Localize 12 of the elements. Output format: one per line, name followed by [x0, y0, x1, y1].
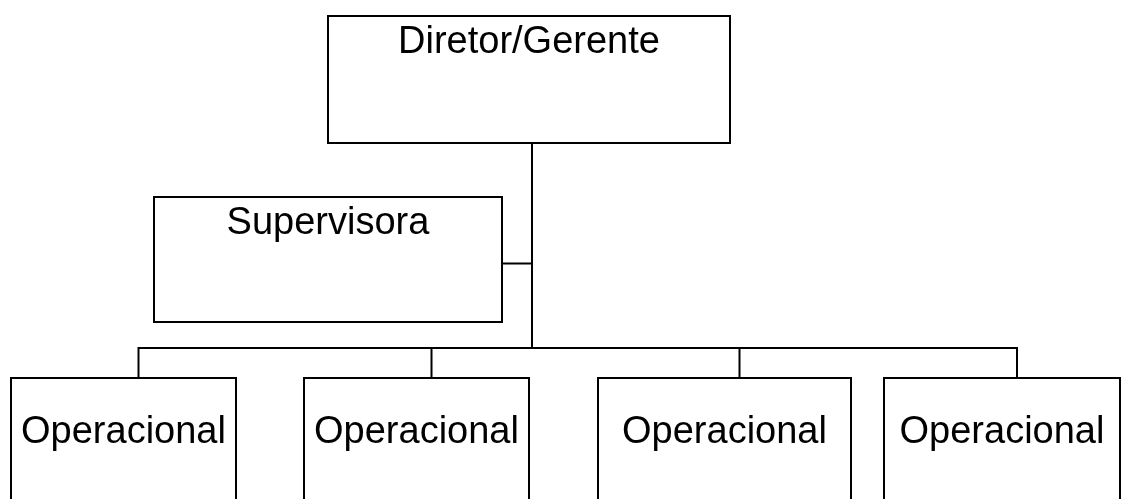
org-box	[10, 377, 237, 499]
org-box	[597, 377, 852, 499]
box-label: Operacional	[314, 408, 519, 453]
org-box	[303, 377, 530, 499]
box-label: Operacional	[899, 408, 1105, 453]
box-label: Operacional	[21, 408, 226, 453]
box-label: Operacional	[622, 408, 827, 453]
org-box	[883, 377, 1121, 499]
box-label: Supervisora	[226, 199, 430, 244]
org-box	[153, 196, 503, 323]
box-label: Diretor/Gerente	[398, 18, 660, 63]
org-box	[327, 15, 731, 144]
